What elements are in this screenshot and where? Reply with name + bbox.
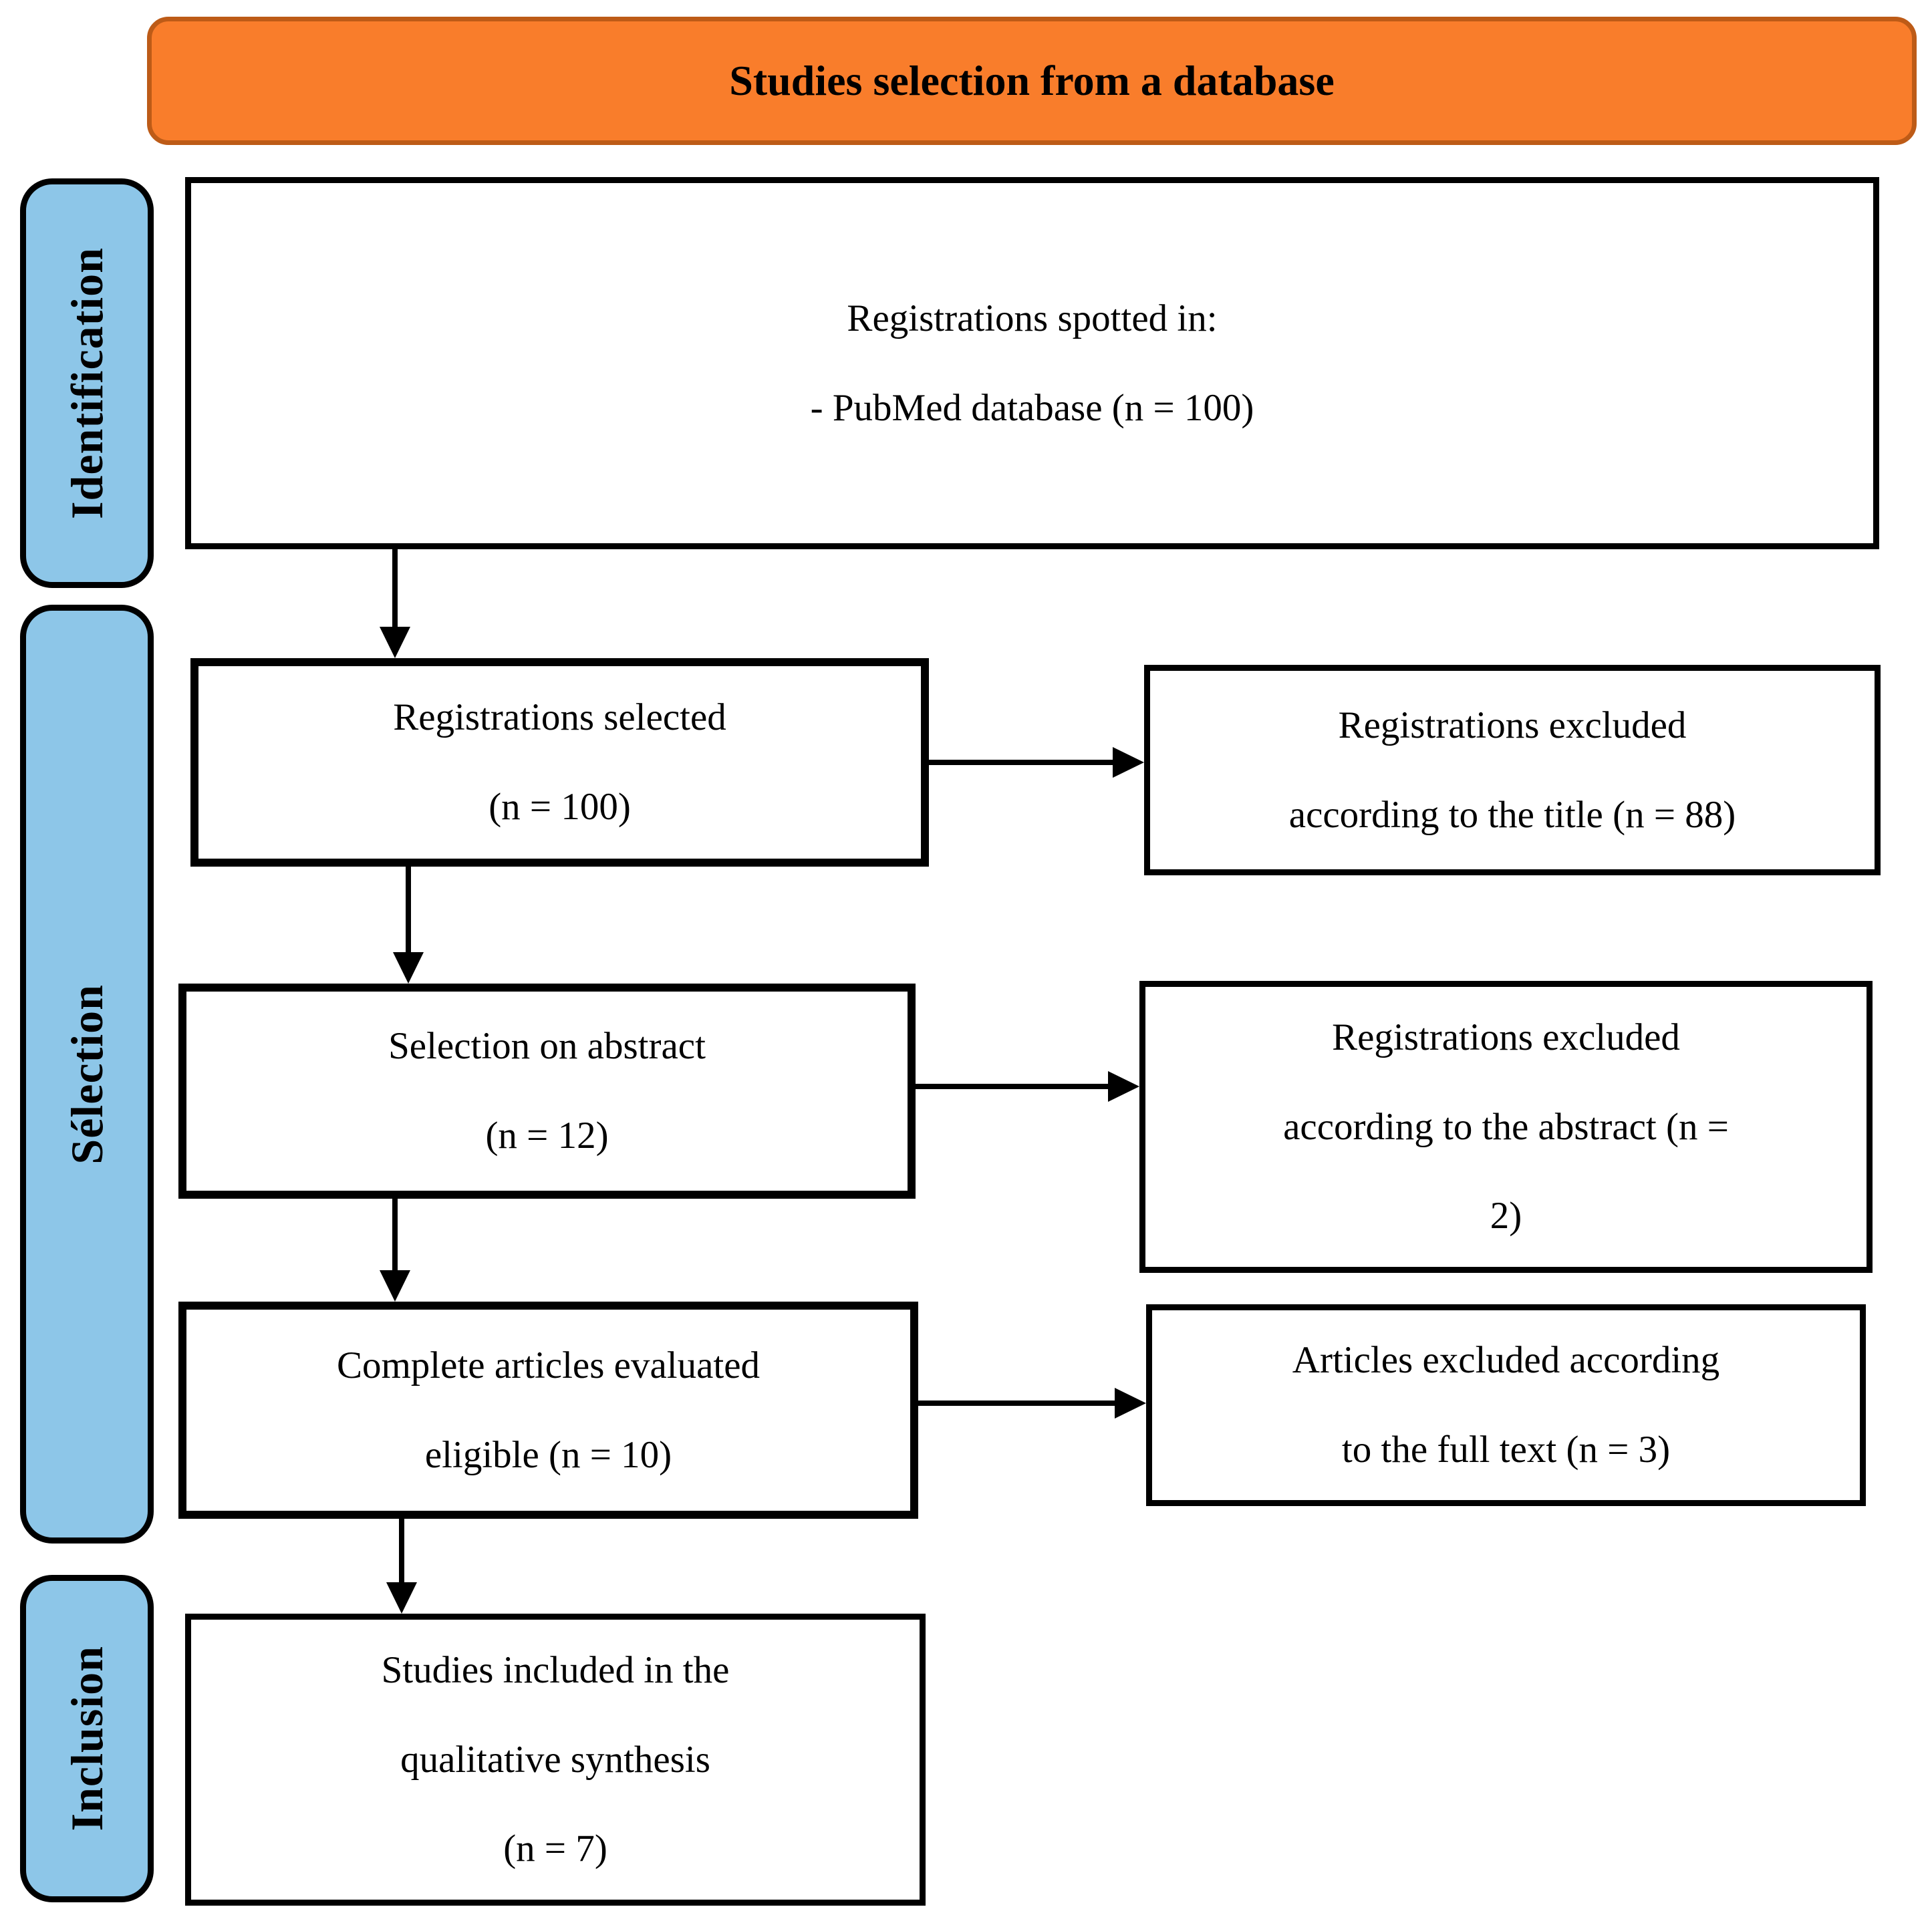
flow-box-excluded-by-fulltext: Articles excluded according to the full … xyxy=(1146,1304,1866,1506)
arrow-right-1-shaft xyxy=(929,760,1113,765)
flow-line: Registrations excluded xyxy=(1338,704,1687,746)
flow-box-excluded-by-title: Registrations excluded according to the … xyxy=(1144,665,1881,875)
flow-line: (n = 12) xyxy=(485,1115,609,1157)
flow-line: (n = 7) xyxy=(503,1827,607,1870)
diagram-title: Studies selection from a database xyxy=(729,57,1335,104)
arrow-down-1-head xyxy=(380,627,410,658)
flow-box-registrations-selected: Registrations selected (n = 100) xyxy=(190,658,929,867)
flow-line: Registrations spotted in: xyxy=(847,297,1218,339)
arrow-down-4-shaft xyxy=(399,1519,404,1583)
arrow-down-4-head xyxy=(386,1582,417,1614)
flow-line: (n = 100) xyxy=(489,786,631,828)
arrow-down-2-head xyxy=(393,952,424,984)
stage-pill-identification: Identification xyxy=(20,178,154,588)
title-banner: Studies selection from a database xyxy=(147,17,1917,145)
stage-pill-inclusion: Inclusion xyxy=(20,1575,154,1902)
arrow-down-2-shaft xyxy=(406,867,411,953)
flow-line: Studies included in the xyxy=(381,1648,730,1691)
arrow-right-2-shaft xyxy=(916,1084,1109,1089)
flow-box-studies-included: Studies included in the qualitative synt… xyxy=(185,1614,926,1906)
arrow-down-1-shaft xyxy=(392,549,398,628)
flow-line: according to the abstract (n = xyxy=(1283,1105,1729,1148)
arrow-right-1-head xyxy=(1113,747,1144,778)
arrow-right-2-head xyxy=(1108,1071,1139,1102)
flow-line: 2) xyxy=(1490,1195,1522,1237)
flow-line: Articles excluded according xyxy=(1292,1339,1720,1382)
arrow-down-3-shaft xyxy=(392,1199,398,1271)
flow-line: Registrations selected xyxy=(393,696,726,739)
flow-line: qualitative synthesis xyxy=(400,1738,710,1781)
flow-box-excluded-by-abstract: Registrations excluded according to the … xyxy=(1139,981,1873,1273)
flow-line: Complete articles evaluated xyxy=(336,1344,761,1386)
flow-box-registrations-spotted: Registrations spotted in: - PubMed datab… xyxy=(185,177,1879,549)
arrow-right-3-head xyxy=(1115,1388,1146,1419)
flow-box-selection-on-abstract: Selection on abstract (n = 12) xyxy=(178,984,916,1199)
stage-label-identification: Identification xyxy=(61,247,112,519)
arrow-down-3-head xyxy=(380,1270,410,1302)
flow-line: to the full text (n = 3) xyxy=(1341,1429,1671,1471)
flow-line: Selection on abstract xyxy=(388,1025,706,1068)
flow-box-complete-articles-evaluated: Complete articles evaluated eligible (n … xyxy=(178,1302,918,1519)
stage-pill-selection: Sélection xyxy=(20,605,154,1543)
stage-label-selection: Sélection xyxy=(61,984,112,1165)
flow-line: eligible (n = 10) xyxy=(424,1433,672,1476)
flow-line: Registrations excluded xyxy=(1332,1016,1680,1058)
flow-line: according to the title (n = 88) xyxy=(1288,793,1736,836)
stage-label-inclusion: Inclusion xyxy=(61,1646,112,1831)
arrow-right-3-shaft xyxy=(918,1401,1115,1406)
flow-line: - PubMed database (n = 100) xyxy=(810,386,1254,429)
